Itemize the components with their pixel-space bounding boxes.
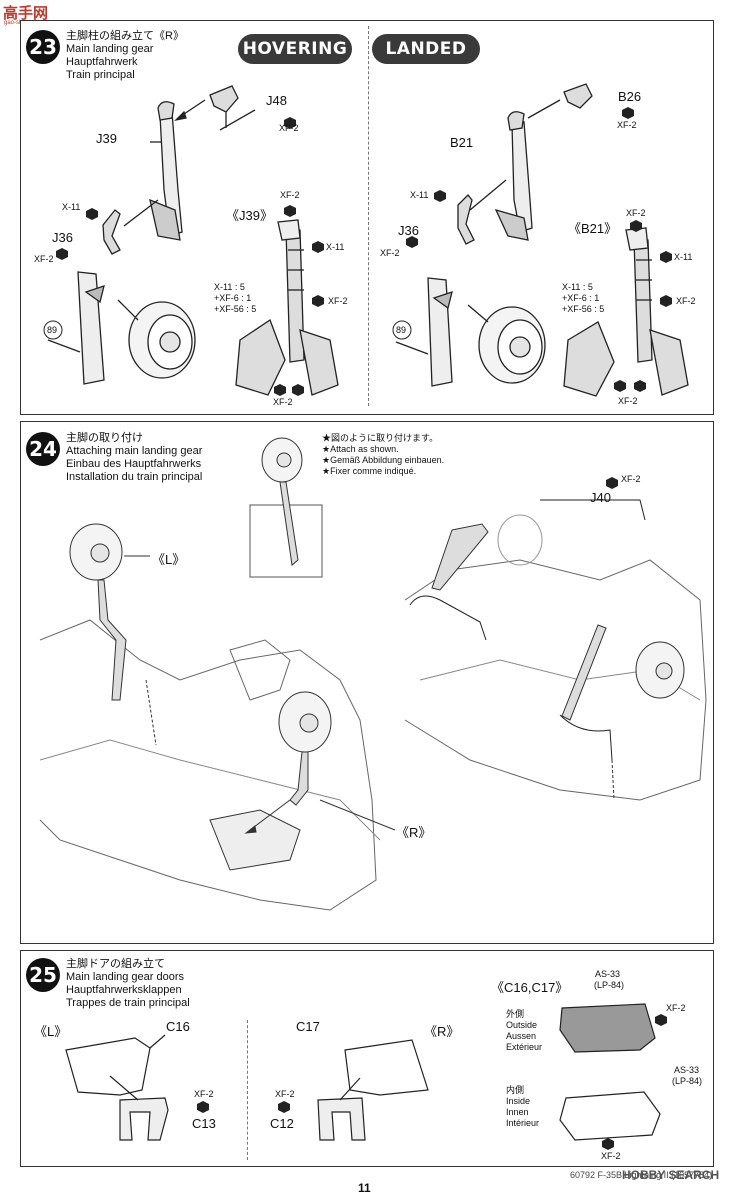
step-25-number: 25 xyxy=(26,958,60,992)
paint-mix: X-11 : 5+XF-6 : 1+XF-56 : 5 xyxy=(214,282,257,314)
paint-xf2: XF-2 xyxy=(279,123,299,133)
landed-badge: LANDED xyxy=(372,34,480,64)
product-reference: 60792 F-35B Lightning II (1057784) xyxy=(570,1170,713,1180)
paint-as33: AS-33 xyxy=(674,1065,700,1075)
paint-xf2: XF-2 xyxy=(328,296,348,306)
part-J40: J40 xyxy=(590,490,611,505)
paint-x11: X-11 xyxy=(674,252,693,262)
paint-xf2: XF-2 xyxy=(676,296,696,306)
hovering-badge: HOVERING xyxy=(238,34,352,64)
watermark: HOBBY SEARCH xyxy=(622,1168,720,1182)
paint-x11: X-11 xyxy=(410,190,429,200)
paint-as33: AS-33 xyxy=(595,969,621,979)
site-logo: 高手网 xyxy=(3,4,49,22)
side-left-label: 《L》 xyxy=(152,552,186,567)
side-right-label: 《R》 xyxy=(396,825,432,840)
paint-xf2: XF-2 xyxy=(666,1003,686,1013)
paint-x11: X-11 xyxy=(62,202,81,212)
paint-xf2: XF-2 xyxy=(617,120,637,130)
step-24-notes: ★図のように取り付けます。★Attach as shown.★Gemäß Abb… xyxy=(322,433,445,476)
paint-lp84: (LP-84) xyxy=(594,980,625,990)
paint-xf2: XF-2 xyxy=(194,1089,214,1099)
part-C12: C12 xyxy=(270,1116,294,1131)
step-23-divider xyxy=(368,26,369,406)
ref-number: 89 xyxy=(47,325,58,335)
paint-xf2: XF-2 xyxy=(273,397,293,407)
paint-xf2: XF-2 xyxy=(34,254,54,264)
part-J36: J36 xyxy=(398,223,419,238)
part-C17: C17 xyxy=(296,1019,320,1034)
parts-C16-C17: 《C16,C17》 xyxy=(491,980,569,995)
paint-x11: X-11 xyxy=(326,242,345,252)
detail-J39: 《J39》 xyxy=(226,208,273,223)
part-J39: J39 xyxy=(96,131,117,146)
paint-xf2: XF-2 xyxy=(601,1151,621,1161)
ref-number: 89 xyxy=(396,325,407,335)
part-C13: C13 xyxy=(192,1116,216,1131)
step-23-number: 23 xyxy=(26,30,60,64)
paint-lp84: (LP-84) xyxy=(672,1076,703,1086)
page-number: 11 xyxy=(358,1181,371,1195)
paint-xf2: XF-2 xyxy=(626,208,646,218)
part-C16: C16 xyxy=(166,1019,190,1034)
paint-xf2: XF-2 xyxy=(280,190,300,200)
detail-B21: 《B21》 xyxy=(568,221,618,236)
step-24-panel xyxy=(20,421,714,944)
paint-xf2: XF-2 xyxy=(380,248,400,258)
step-25-divider xyxy=(247,1020,248,1160)
side-left-label: 《L》 xyxy=(34,1024,68,1039)
paint-xf2: XF-2 xyxy=(618,396,638,406)
paint-xf2: XF-2 xyxy=(275,1089,295,1099)
part-B21: B21 xyxy=(450,135,474,150)
part-B26: B26 xyxy=(618,89,642,104)
paint-mix: X-11 : 5+XF-6 : 1+XF-56 : 5 xyxy=(562,282,605,314)
step-24-number: 24 xyxy=(26,432,60,466)
side-right-label: 《R》 xyxy=(424,1024,460,1039)
part-J48: J48 xyxy=(266,93,287,108)
paint-xf2: XF-2 xyxy=(621,474,641,484)
part-J36: J36 xyxy=(52,230,73,245)
